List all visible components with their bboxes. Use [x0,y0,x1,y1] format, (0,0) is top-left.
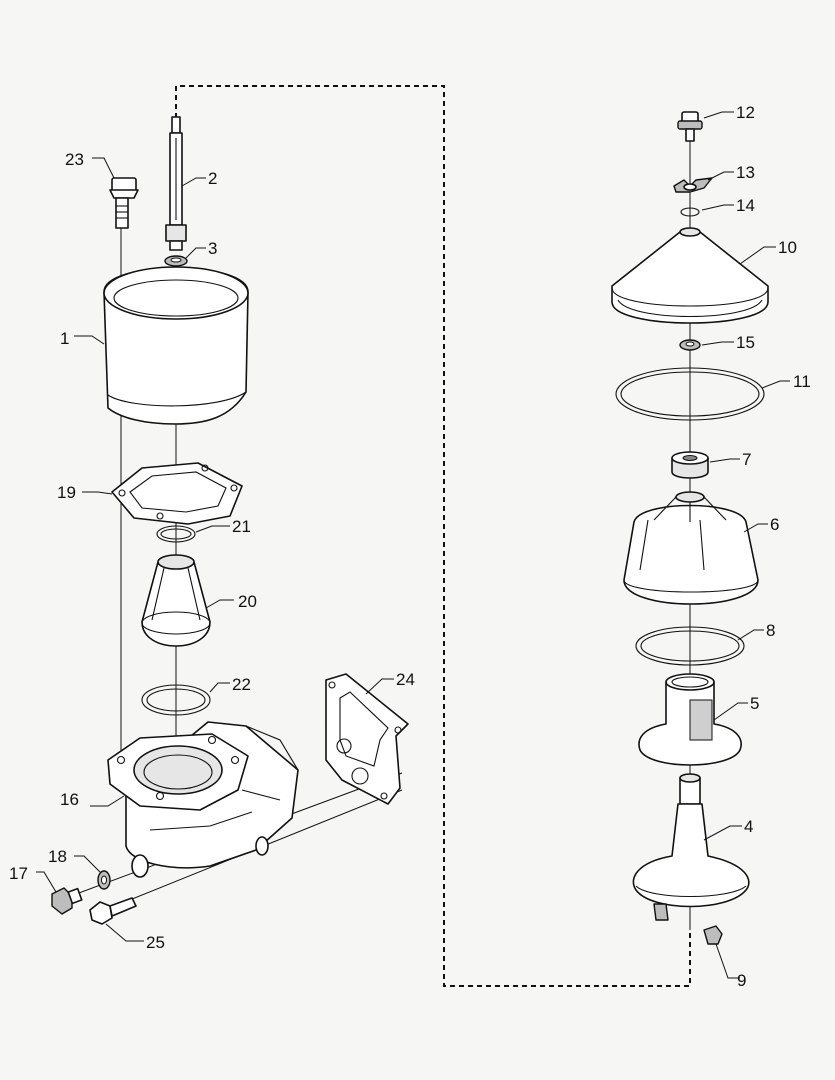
part-20-cone [141,554,211,647]
callout-19: 19 [57,483,76,502]
part-4-spindle-base [632,773,750,921]
callout-7: 7 [742,450,751,469]
callout-2: 2 [208,169,217,188]
part-11-o-ring [615,367,765,421]
callout-labels: 1 2 3 4 5 6 7 8 9 10 11 12 13 14 15 16 1… [9,103,811,990]
callout-20: 20 [238,592,257,611]
callout-1: 1 [60,329,69,348]
part-18-washer [97,870,111,890]
part-8-o-ring [635,626,745,666]
callout-15: 15 [736,333,755,352]
part-13-wing-nut [673,177,713,193]
part-14-washer [680,207,700,217]
callout-12: 12 [736,103,755,122]
callout-17: 17 [9,864,28,883]
part-23-bolt [109,177,139,229]
callout-5: 5 [750,694,759,713]
part-12-bolt [677,111,703,142]
part-17-drain-plug [51,887,83,915]
callout-22: 22 [232,675,251,694]
assembly-link-dashed-line [175,85,691,987]
callout-11: 11 [793,372,811,391]
callout-24: 24 [396,670,415,689]
leader-lines [36,111,790,979]
callout-13: 13 [736,163,755,182]
part-21-o-ring [156,525,196,543]
callout-23: 23 [65,150,84,169]
part-7-bushing [671,451,709,479]
callout-6: 6 [770,515,779,534]
part-24-gasket [325,673,409,805]
part-1-bowl [103,266,249,425]
callout-4: 4 [744,817,753,836]
callout-21: 21 [232,517,251,536]
part-3-washer [164,255,188,267]
callout-3: 3 [208,239,217,258]
callout-16: 16 [60,790,79,809]
part-5-filter-insert [638,673,742,766]
part-19-gasket [111,462,243,525]
part-25-bolt [89,897,137,925]
callout-9: 9 [737,971,746,990]
callout-18: 18 [48,847,67,866]
callout-8: 8 [766,621,775,640]
part-15-nut [679,339,701,351]
callout-10: 10 [778,238,797,257]
part-9-plug [703,925,723,945]
part-2-shaft [165,116,187,251]
part-16-housing [107,721,299,878]
part-22-o-ring [141,684,211,716]
callout-25: 25 [146,933,165,952]
part-6-rotor [623,491,759,605]
callout-14: 14 [736,196,755,215]
part-10-cone-cover [611,227,769,324]
